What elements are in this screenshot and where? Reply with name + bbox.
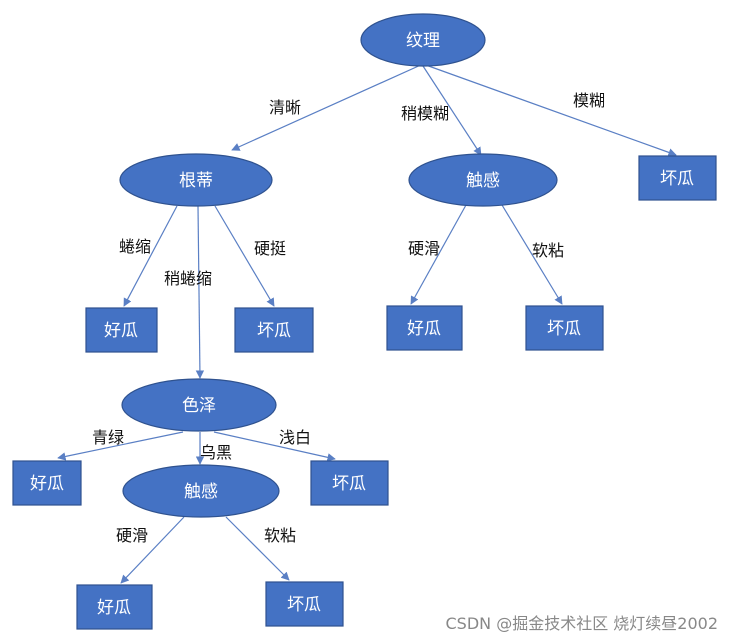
- node-color-label: 色泽: [182, 396, 216, 416]
- node-bad-pale-label: 坏瓜: [332, 474, 366, 494]
- edge-label-clear: 清晰: [269, 98, 301, 117]
- node-good-hard-top-label: 好瓜: [407, 319, 441, 339]
- node-good-hard-bottom: 好瓜: [76, 584, 153, 630]
- node-texture: 纹理: [360, 13, 486, 67]
- node-root-stem: 根蒂: [119, 153, 273, 207]
- edge-label-green: 青绿: [92, 428, 124, 447]
- node-good-green: 好瓜: [12, 460, 82, 506]
- node-good-hard-bottom-label: 好瓜: [97, 598, 131, 618]
- edges: [57, 63, 677, 584]
- edge-label-curled: 蜷缩: [119, 237, 151, 256]
- edge-labels: 清晰 稍模糊 模糊 蜷缩 稍蜷缩 硬挺 硬滑 软粘 青绿 乌黑 浅白 硬滑 软粘: [92, 91, 605, 545]
- edge-label-hard-smooth-top: 硬滑: [408, 239, 440, 258]
- edge-stiff: [214, 205, 275, 307]
- edge-hard-smooth-bottom: [120, 516, 185, 584]
- edge-label-dark: 乌黑: [200, 443, 232, 462]
- node-bad-soft-top-label: 坏瓜: [547, 319, 581, 339]
- node-bad-stiff-label: 坏瓜: [257, 321, 291, 341]
- edge-soft-sticky-bottom: [225, 516, 290, 581]
- node-bad-pale: 坏瓜: [310, 460, 389, 506]
- node-bad-soft-bottom-label: 坏瓜: [287, 595, 321, 615]
- node-touch-top-label: 触感: [466, 171, 500, 191]
- node-touch-bottom: 触感: [122, 464, 280, 518]
- edge-curled: [123, 205, 178, 307]
- node-good-green-label: 好瓜: [30, 474, 64, 494]
- edge-label-soft-sticky-bottom: 软粘: [264, 526, 296, 545]
- watermark: CSDN @掘金技术社区 烧灯续昼2002: [445, 614, 718, 633]
- edge-label-pale: 浅白: [279, 428, 311, 447]
- node-color: 色泽: [121, 378, 277, 432]
- nodes: 纹理 根蒂 触感 坏瓜 好瓜 坏瓜 好瓜: [12, 13, 717, 630]
- edge-green: [57, 431, 184, 461]
- node-bad-soft-bottom: 坏瓜: [265, 581, 344, 627]
- edge-label-slightly-curled: 稍蜷缩: [164, 269, 212, 288]
- node-good-hard-top: 好瓜: [386, 305, 463, 351]
- edge-blurry: [422, 63, 677, 157]
- edge-soft-sticky-top: [501, 204, 563, 305]
- node-bad-stiff: 坏瓜: [234, 307, 314, 353]
- edge-label-blurry: 模糊: [573, 91, 605, 110]
- edge-slightly-blurry: [422, 65, 482, 156]
- edge-label-hard-smooth-bottom: 硬滑: [116, 526, 148, 545]
- edge-label-slightly-blurry: 稍模糊: [401, 104, 449, 123]
- node-texture-label: 纹理: [406, 31, 440, 51]
- node-bad-blurry: 坏瓜: [638, 155, 717, 201]
- edge-hard-smooth-top: [410, 204, 467, 305]
- node-touch-bottom-label: 触感: [184, 482, 218, 502]
- edge-slightly-curled: [195, 205, 205, 379]
- node-touch-top: 触感: [408, 153, 558, 207]
- edge-pale: [213, 431, 336, 462]
- edge-label-stiff: 硬挺: [254, 239, 286, 258]
- node-good-curled-label: 好瓜: [104, 321, 138, 341]
- edge-label-soft-sticky-top: 软粘: [532, 241, 564, 260]
- node-bad-blurry-label: 坏瓜: [660, 169, 694, 189]
- edge-clear: [231, 63, 424, 151]
- node-bad-soft-top: 坏瓜: [525, 305, 604, 351]
- node-root-stem-label: 根蒂: [179, 171, 213, 191]
- node-good-curled: 好瓜: [85, 307, 158, 353]
